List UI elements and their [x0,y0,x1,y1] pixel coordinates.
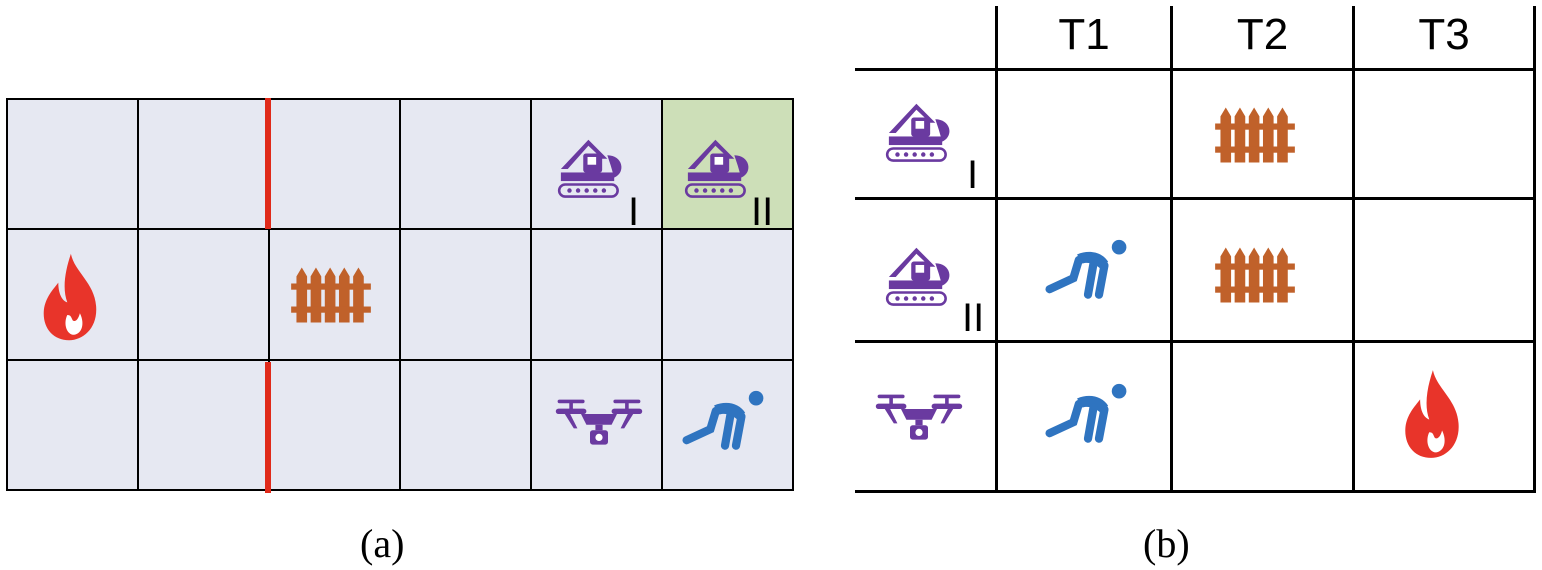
table-line [1533,6,1536,492]
caption-a: (a) [360,521,405,566]
grid-cell [8,100,137,229]
wall-segment [265,362,271,493]
grid-cell [270,230,399,359]
drone-icon [874,390,964,446]
fence-icon [1212,244,1298,306]
grid-cell [8,230,137,359]
fire-icon [1400,368,1464,460]
grid-cell [139,230,268,359]
crawling-person-icon [1042,238,1134,302]
panel-b: T1 T2 T3 I II (b) [840,0,1542,570]
header-t2: T2 [1236,10,1289,59]
fence-icon [1212,104,1298,166]
table-line [855,68,1536,71]
crawling-person-icon [1042,382,1134,446]
agent-label: I [967,153,979,197]
grid-cell [139,360,268,489]
table-line [1352,6,1355,492]
caption-b: (b) [1143,521,1190,566]
header-t3: T3 [1418,10,1470,59]
agent-label: II [751,190,774,234]
grid-cell [532,360,661,489]
drone-icon [554,395,644,451]
grid-cell [532,230,661,359]
grid-cell [139,100,268,229]
excavator-icon [882,232,968,310]
fire-icon [38,252,102,342]
header-t1: T1 [1058,10,1110,59]
agent-label: II [962,296,985,340]
grid-cell [270,100,399,229]
wall-segment [265,98,271,229]
grid-cell [663,230,792,359]
table-line [855,490,1536,493]
grid-cell-goal: II [663,100,792,232]
agent-label: I [628,190,640,234]
grid-cell: I [532,100,661,232]
grid-cell [270,360,399,489]
grid-cell [663,360,792,489]
fence-icon [288,264,374,326]
crawling-person-icon [679,389,771,453]
table-line [855,340,1536,343]
excavator-icon [882,88,968,166]
panel-a: I II (a) [6,98,794,566]
table-line [855,197,1536,200]
grid-cell [8,360,137,489]
table-line [995,6,998,492]
grid-cell [401,230,530,359]
grid-cell [401,360,530,489]
grid-map: I II [6,98,794,491]
table-line [1170,6,1173,492]
grid-cell [401,100,530,229]
